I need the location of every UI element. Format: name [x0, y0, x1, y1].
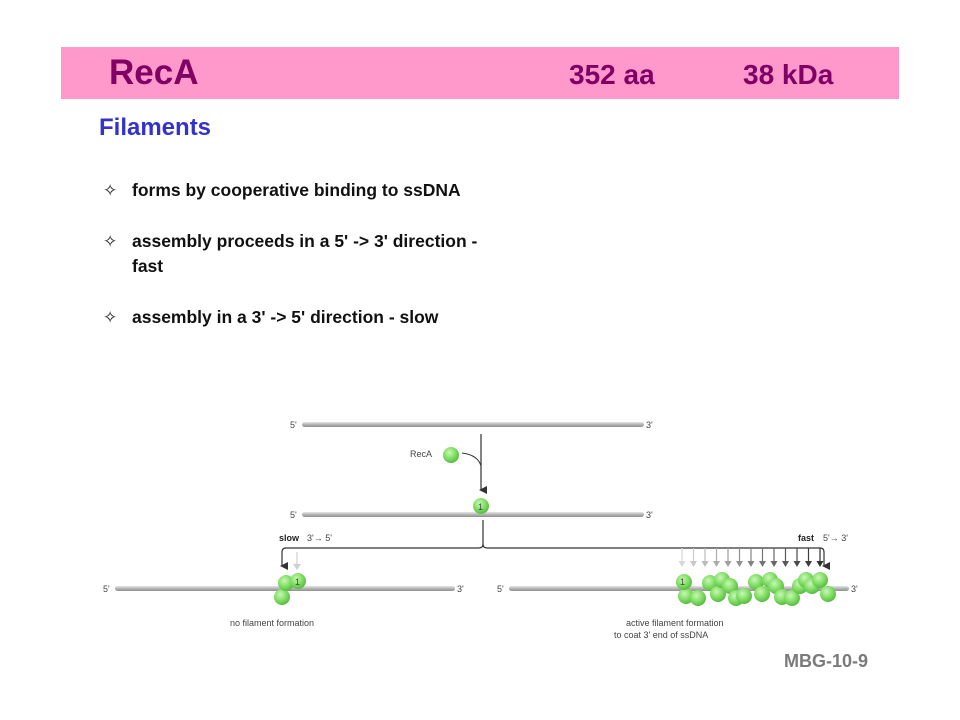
assembly-arrowhead [805, 561, 812, 567]
assembly-arrowhead [724, 561, 732, 567]
reca-monomer [702, 575, 718, 591]
strand-end-3: 3' [851, 584, 858, 594]
left-caption: no filament formation [230, 618, 314, 628]
assembly-arrowhead [713, 561, 720, 567]
fast-direction: 5'→ 3' [823, 533, 848, 543]
four-point-star-icon: ✧ [103, 181, 118, 200]
reca-monomer [710, 586, 726, 602]
reca-monomer [676, 574, 692, 590]
fast-assembly-arrows [678, 548, 824, 567]
reca-monomer [722, 578, 738, 594]
monomer-number: 1 [680, 577, 685, 587]
assembly-arrowhead [736, 561, 743, 567]
reca-monomer [278, 575, 294, 591]
protein-mass: 38 kDa [743, 59, 834, 90]
strand-end-5: 5' [290, 510, 297, 520]
ssdna-strand [302, 422, 644, 427]
bullet-text: assembly proceeds in a 5' -> 3' directio… [132, 231, 478, 276]
reca-monomer [820, 586, 836, 602]
reca-monomer [678, 588, 694, 604]
slow-label: slow [279, 533, 300, 543]
reca-label: RecA [410, 449, 432, 459]
reca-monomer [754, 586, 770, 602]
reca-monomer [748, 574, 764, 590]
reca-monomer [274, 589, 290, 605]
strand-end-5: 5' [290, 420, 297, 430]
assembly-arrowhead [747, 561, 755, 567]
fast-label: fast [798, 533, 814, 543]
strand-end-5: 5' [103, 584, 110, 594]
reca-monomer [736, 588, 752, 604]
assembly-arrowhead [678, 561, 686, 567]
figure-code: MBG-10-9 [784, 651, 869, 671]
bullet-text: assembly in a 3' -> 5' direction - slow [132, 307, 439, 327]
bullet-item: ✧ assembly proceeds in a 5' -> 3' directi… [103, 229, 483, 279]
assembly-arrowhead [782, 561, 789, 567]
reca-monomer [290, 573, 306, 589]
strand-end-5: 5' [497, 584, 504, 594]
four-point-star-icon: ✧ [103, 308, 118, 327]
bullet-item: ✧ forms by cooperative binding to ssDNA [103, 178, 483, 203]
reca-monomer [784, 590, 800, 606]
section-title: Filaments [99, 114, 212, 141]
bullet-item: ✧ assembly in a 3' -> 5' direction - slow [103, 305, 483, 330]
four-point-star-icon: ✧ [103, 232, 118, 251]
reca-filament: 1 [676, 572, 836, 606]
assembly-arrowhead [701, 561, 709, 567]
assembly-arrowhead [770, 561, 778, 567]
assembly-arrowhead [690, 561, 697, 567]
ssdna-strand [302, 512, 644, 517]
right-caption: active filament formation [626, 618, 724, 628]
reca-monomer [443, 447, 459, 463]
assembly-arrowhead [816, 561, 824, 567]
bullet-list: ✧ forms by cooperative binding to ssDNA ✧… [103, 178, 483, 356]
title-banner: RecA 352 aa 38 kDa [61, 47, 899, 99]
strand-end-3: 3' [646, 420, 653, 430]
reca-monomer [473, 498, 489, 514]
reca-monomer [690, 590, 706, 606]
protein-length: 352 aa [569, 59, 655, 90]
protein-name: RecA [109, 53, 199, 92]
bullet-text: forms by cooperative binding to ssDNA [132, 180, 461, 200]
right-caption: to coat 3' end of ssDNA [614, 630, 708, 640]
monomer-number: 1 [295, 577, 300, 587]
monomer-number: 1 [478, 502, 483, 512]
strand-end-3: 3' [457, 584, 464, 594]
assembly-arrowhead [793, 561, 801, 567]
assembly-arrowhead [759, 561, 766, 567]
strand-end-3: 3' [646, 510, 653, 520]
slow-direction: 3'→ 5' [307, 533, 332, 543]
reca-monomer [812, 572, 828, 588]
